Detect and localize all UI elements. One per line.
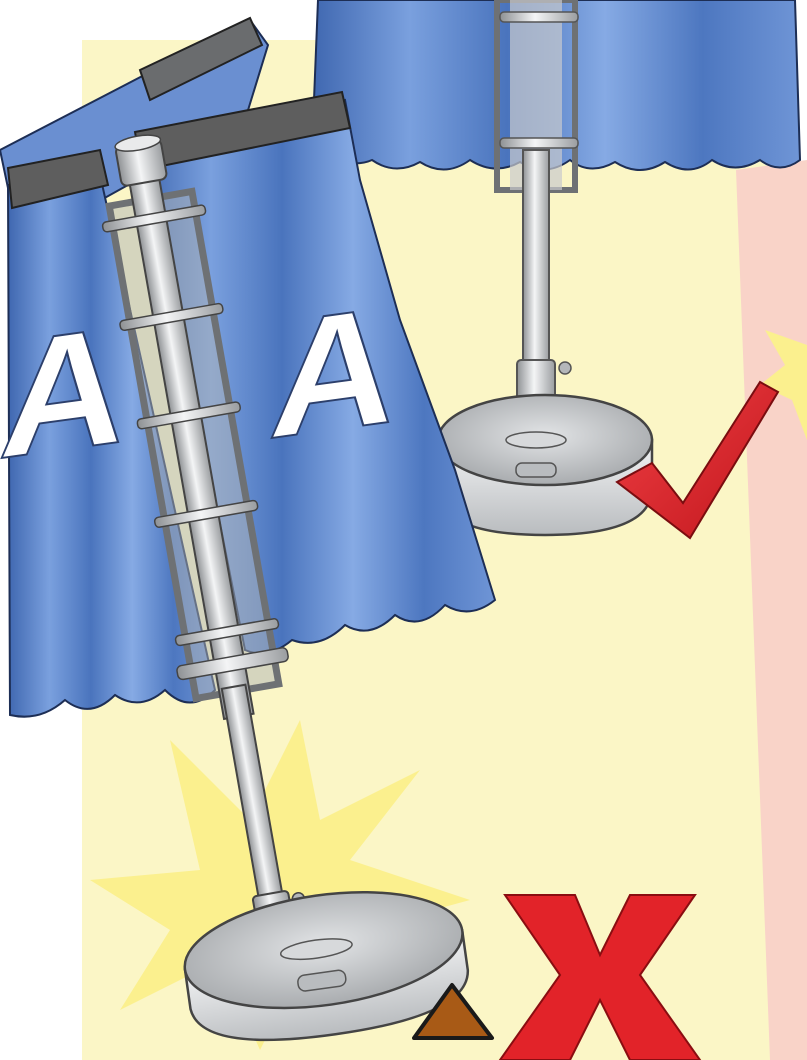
banner-letter-left: A [0,290,134,495]
banner-letter-right: A [265,270,404,475]
banner-letter-left-text: A [0,290,134,495]
correct-stand-base [438,395,652,535]
banner-letter-right-text: A [265,270,404,475]
